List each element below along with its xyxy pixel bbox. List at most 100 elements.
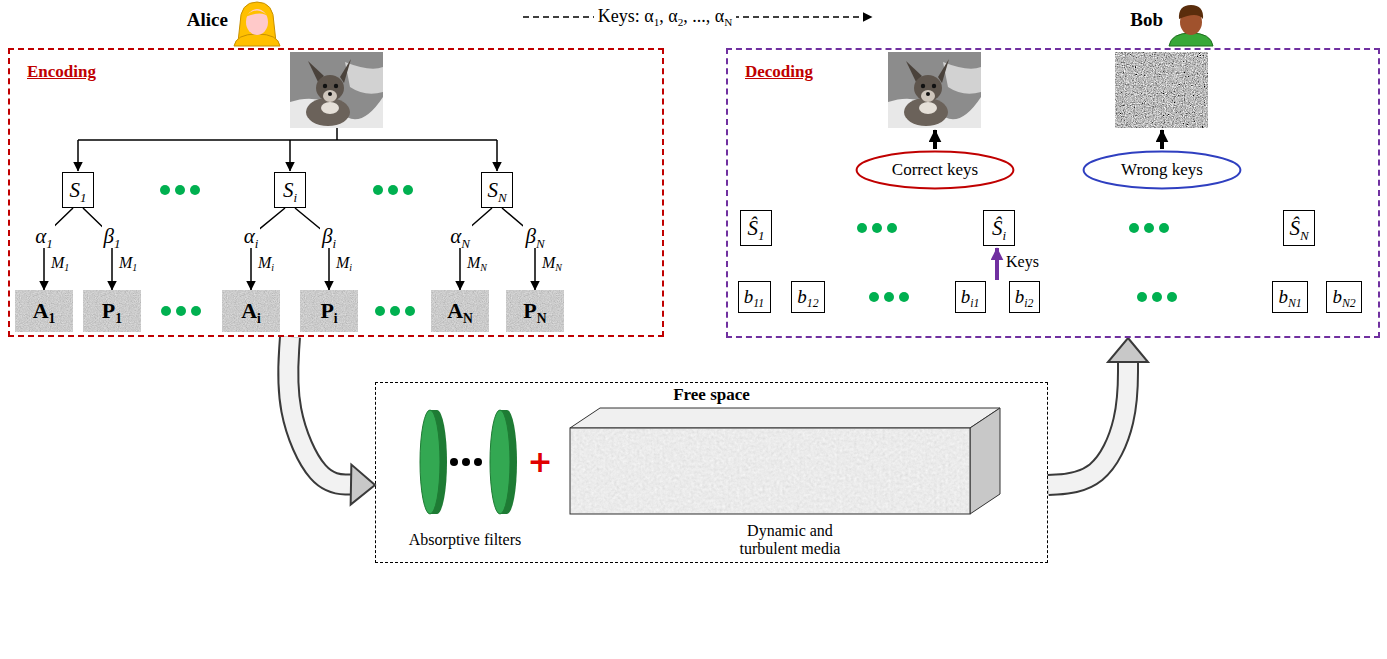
mask-texture <box>83 290 141 332</box>
panel-title: Encoding <box>27 62 662 82</box>
key-symbol: βN <box>523 224 546 248</box>
text-part: Bob <box>1130 9 1163 30</box>
absorptive-filters <box>420 410 517 514</box>
subscript: 1 <box>64 262 69 273</box>
split-lines-part <box>496 140 498 171</box>
intensity-box: bN2 <box>1326 281 1362 313</box>
ellipsis-dots-part <box>1167 292 1177 302</box>
subscript: 11 <box>753 297 764 310</box>
sender-name: Alice <box>187 9 228 31</box>
amplitude-mask: AN <box>431 290 489 332</box>
text-part: β <box>525 224 535 248</box>
arrow-band <box>1048 362 1128 485</box>
text-part <box>797 540 801 557</box>
mask-arrow <box>502 208 535 290</box>
text-part: S <box>283 178 294 202</box>
text-part: Keys: <box>598 6 640 26</box>
text-part: α <box>644 6 653 26</box>
node-label: bN1 <box>1278 286 1301 308</box>
text-part <box>480 531 484 548</box>
subscript: 1 <box>46 235 53 250</box>
mask-arrow <box>83 208 112 290</box>
text-part: ... <box>692 6 706 26</box>
decoded-image <box>888 52 981 128</box>
panel-title: Free space <box>376 385 1047 405</box>
mask-texture <box>15 290 73 332</box>
arrow-band-outline <box>288 337 351 485</box>
key-symbol: αN <box>448 224 472 248</box>
node-label: bi2 <box>1015 286 1034 308</box>
subscript: 1 <box>49 311 56 326</box>
mask-label: Mi <box>258 254 274 272</box>
intensity-box: bi1 <box>955 281 986 313</box>
node-label: Ai <box>241 298 261 323</box>
mask-arrow <box>295 208 329 290</box>
text-part: b <box>1278 286 1288 307</box>
text-part: b <box>744 286 754 307</box>
mask-arrow <box>44 208 73 290</box>
phase-mask: P1 <box>83 290 141 332</box>
ellipse-outline <box>1084 152 1241 189</box>
mask-label: M1 <box>51 254 69 272</box>
node-label: AN <box>447 298 473 323</box>
subscript: 1 <box>758 227 765 242</box>
ellipsis-dots-part <box>191 306 201 316</box>
subscript: 1 <box>114 235 121 250</box>
text-part: α <box>668 6 677 26</box>
subscript: N <box>498 189 507 204</box>
turbulent-medium-part <box>571 429 969 513</box>
key-symbol: βi <box>320 224 338 248</box>
text-part <box>806 522 810 539</box>
subscript: 1 <box>115 311 122 326</box>
subscript: 1 <box>132 262 137 273</box>
ellipsis-dots-part <box>1144 223 1154 233</box>
node-label: Ŝi <box>992 216 1006 240</box>
filters-caption: Absorptive filters <box>409 531 521 549</box>
bob-avatar-part <box>1179 5 1203 19</box>
ellipsis-dots-part <box>1159 223 1169 233</box>
subscript: 2 <box>678 16 684 28</box>
node-label: Si <box>283 178 297 202</box>
text-part: keys <box>1172 160 1203 179</box>
subscript: i1 <box>970 297 979 310</box>
text-part: filters <box>484 531 521 548</box>
ellipsis-dots-part <box>1129 223 1139 233</box>
subscript: 1 <box>80 189 87 204</box>
text-part: A <box>241 298 257 323</box>
ellipsis-dots-part <box>887 223 897 233</box>
alice-avatar-part <box>245 11 269 18</box>
arrow-band <box>288 337 351 485</box>
text-part: M <box>51 254 64 271</box>
intensity-box: bi2 <box>1009 281 1040 313</box>
recovered-share-box: ŜN <box>1283 210 1315 246</box>
node-label: bi1 <box>961 286 980 308</box>
ellipsis-dots-part <box>869 292 879 302</box>
text-part: and <box>810 522 833 539</box>
subscript: N <box>555 262 562 273</box>
mask-texture <box>222 290 280 332</box>
alice-avatar-part <box>246 9 268 35</box>
node-label: SN <box>487 178 506 202</box>
split-lines-part <box>336 128 338 140</box>
ellipse-outline <box>857 152 1014 189</box>
text-part: α <box>244 224 255 248</box>
mask-texture <box>506 290 564 332</box>
subscript: i <box>334 311 338 326</box>
text-part: Wrong <box>1121 160 1168 179</box>
split-lines <box>78 128 497 171</box>
text-part: turbulent <box>740 540 798 557</box>
connector-layer <box>44 208 1148 505</box>
subscript: i <box>257 311 261 326</box>
ellipsis-dots-part <box>1152 292 1162 302</box>
text-part: Keys <box>1006 253 1039 270</box>
key-transfer-label: Keys: α1, α2, ..., αN <box>594 6 737 27</box>
absorptive-filters-part <box>420 410 440 514</box>
mask-label: MN <box>542 254 562 272</box>
keys-arrow <box>995 248 999 280</box>
transmission-arrow <box>1048 338 1148 485</box>
text-part: b <box>961 286 971 307</box>
subscript: i <box>332 235 336 250</box>
intensity-box: b11 <box>738 281 771 313</box>
text-part: b <box>797 286 807 307</box>
